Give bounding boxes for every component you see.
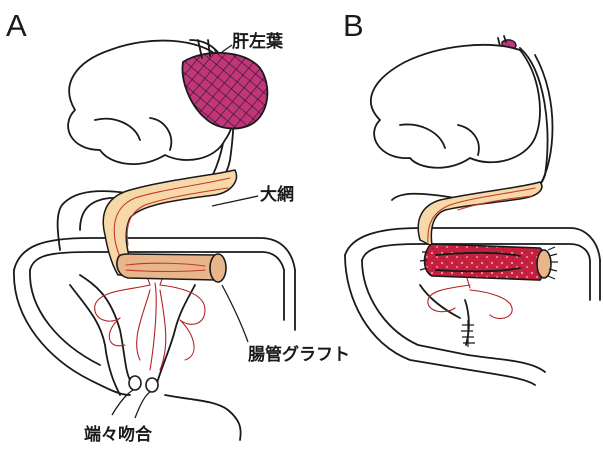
b-jejunal-loop	[468, 355, 545, 385]
jejunal-loop-2	[70, 285, 120, 395]
jejunal-loop-4	[165, 395, 241, 440]
panel-a-letter: A	[6, 8, 27, 43]
liver-left-leader	[222, 45, 232, 52]
b-anastomosis-sutures	[461, 320, 475, 347]
b-liver-right-lobe	[371, 45, 540, 168]
b-bowel-reconstructed	[420, 285, 469, 345]
panel-a: A	[6, 8, 350, 445]
bowel-graft-end	[210, 254, 226, 282]
b-graft-end	[537, 250, 551, 278]
b-graft-wrapped	[425, 244, 546, 280]
anastomosis-leader-2	[135, 392, 150, 418]
descending-loop-left-inner	[30, 270, 100, 365]
liver-left-lobe-label: 肝左葉	[232, 31, 284, 52]
b-descending-loop-right	[590, 260, 600, 300]
panel-b-letter: B	[343, 8, 364, 43]
omentum-leader-a	[212, 196, 258, 206]
omentum-label: 大網	[260, 184, 294, 205]
bowel-graft-tube	[117, 254, 220, 280]
anastomosis-knot-left	[129, 376, 141, 390]
jejunal-loop-3	[155, 285, 195, 390]
graft-leader	[222, 285, 248, 342]
bowel-graft-label: 腸管グラフト	[248, 344, 350, 365]
descending-loop-right	[284, 270, 295, 330]
anastomosis-label: 端々吻合	[84, 424, 153, 445]
b-mesentery-vessels	[428, 275, 512, 319]
anastomosis-knot-right	[146, 378, 158, 392]
panel-b: B	[343, 8, 600, 385]
jejunal-loop-1	[80, 275, 130, 380]
